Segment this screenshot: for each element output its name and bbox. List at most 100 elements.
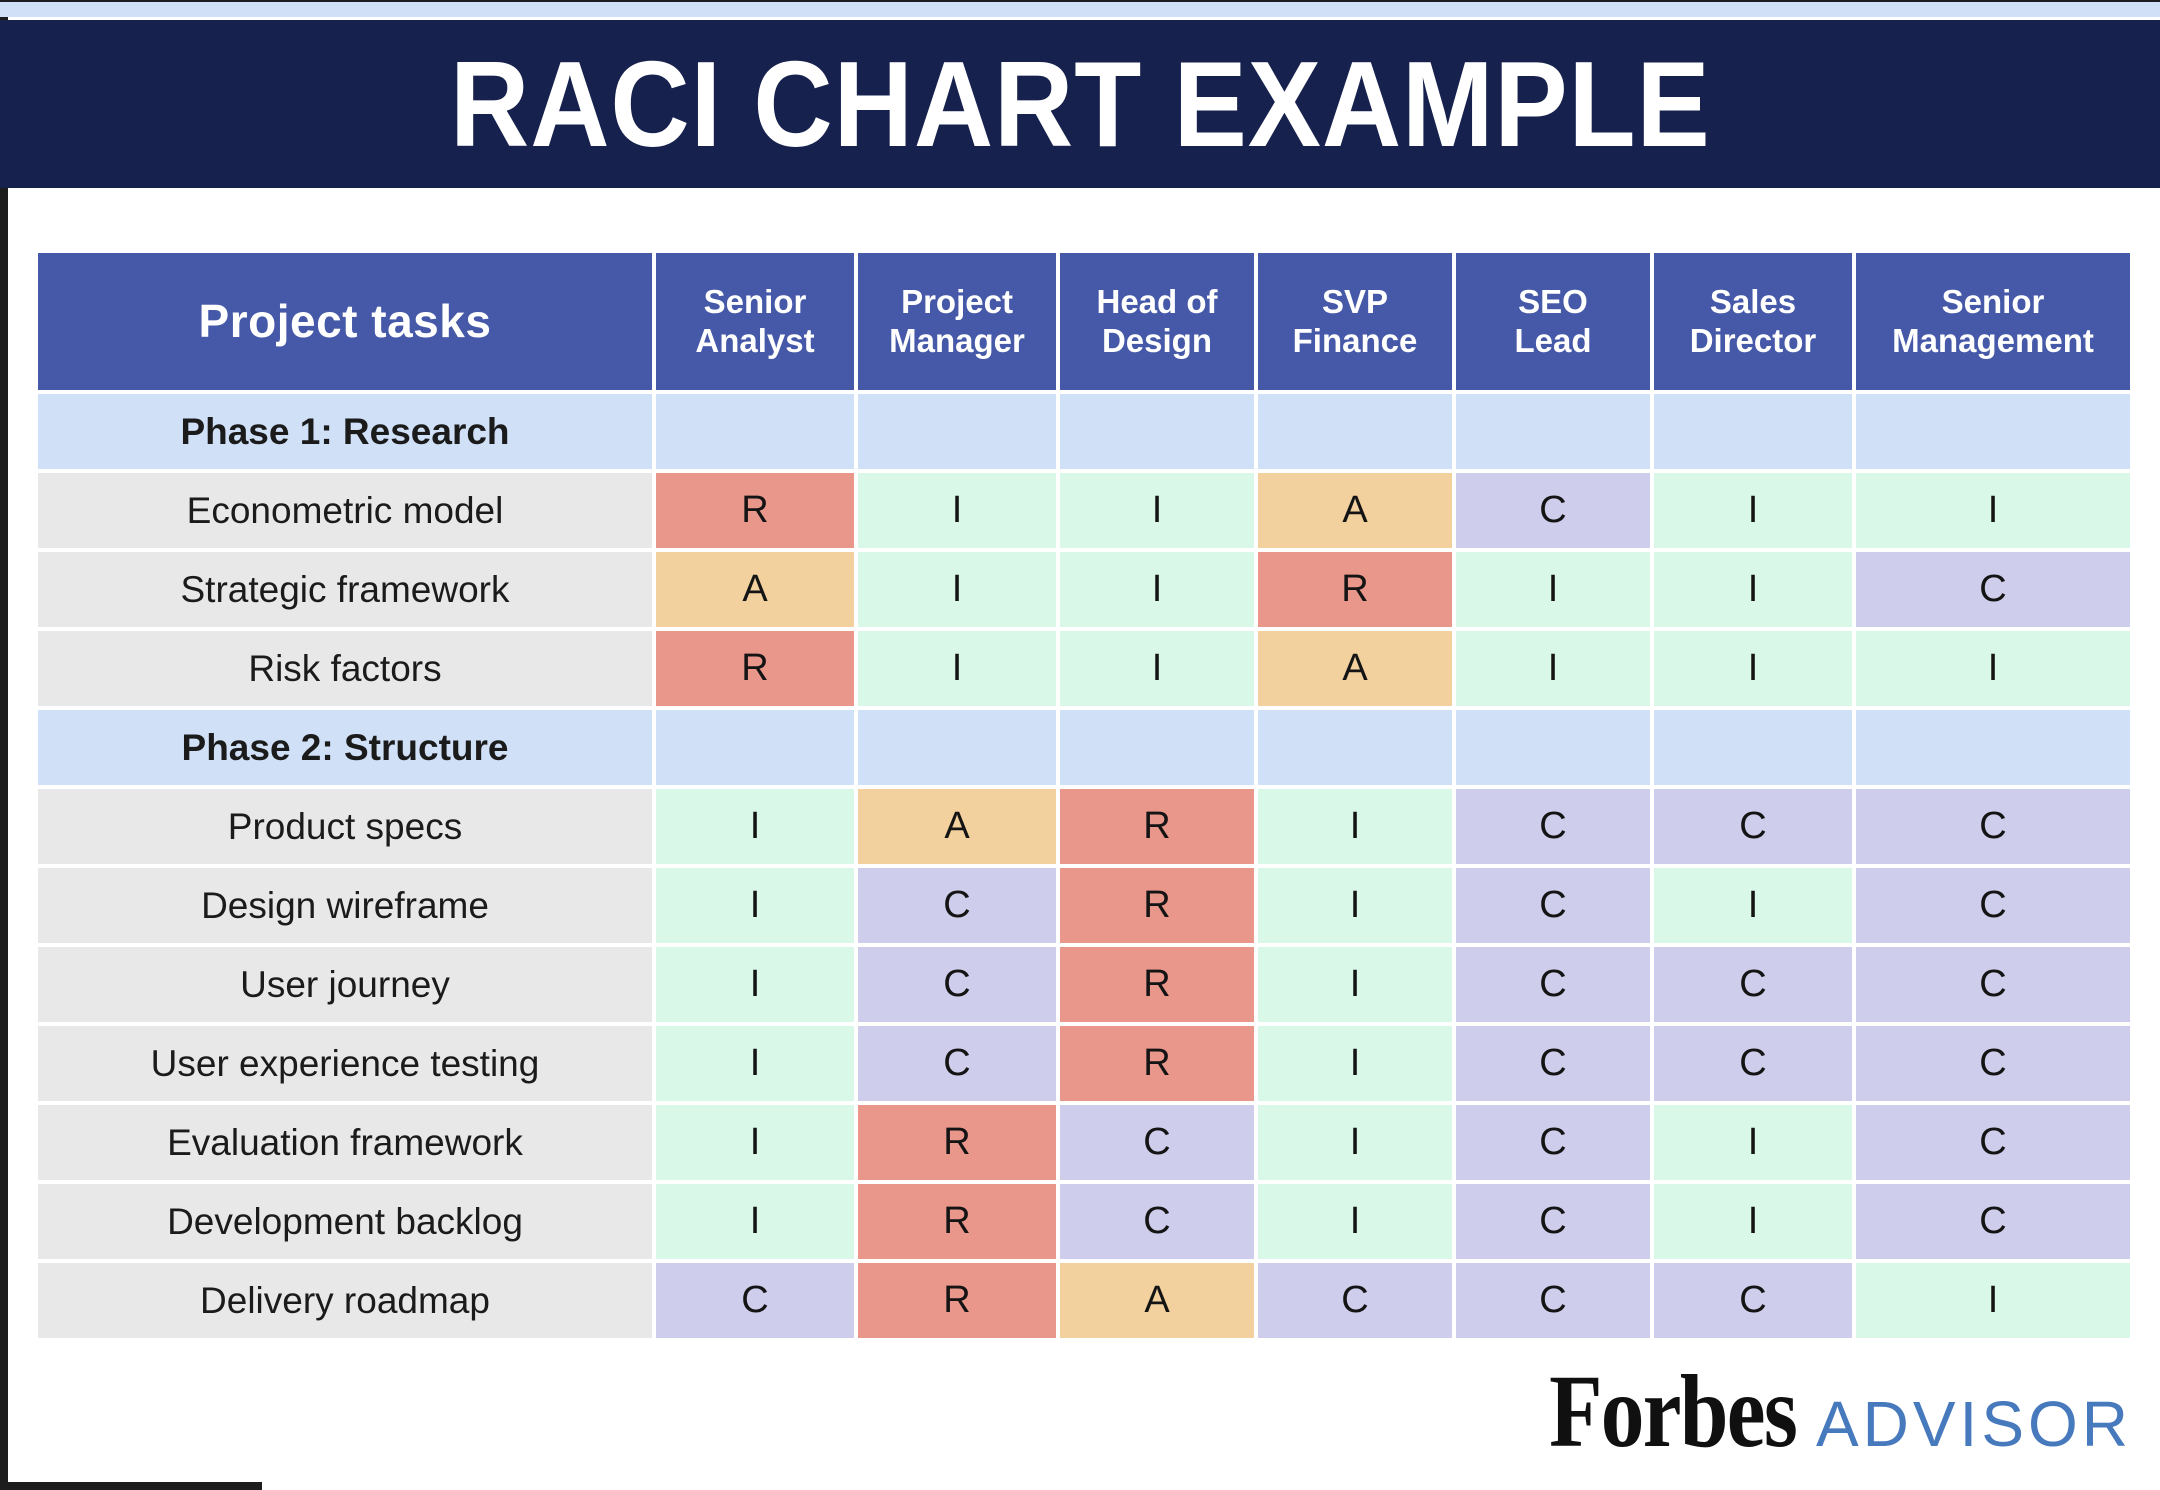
raci-cell-C: C [1856,1184,2130,1259]
raci-cell-R: R [858,1105,1056,1180]
phase-row-cell [1456,710,1650,785]
phase-row-cell [1258,710,1452,785]
raci-cell-R: R [656,473,854,548]
raci-cell-C: C [1456,1105,1650,1180]
raci-cell-C: C [1456,947,1650,1022]
phase-row-cell [656,394,854,469]
raci-cell-C: C [1060,1105,1254,1180]
raci-cell-C: C [1856,1026,2130,1101]
raci-cell-C: C [1456,1184,1650,1259]
raci-cell-C: C [1654,1263,1852,1338]
phase-row-label: Phase 1: Research [38,394,652,469]
screenshot-edge-left [0,0,8,1490]
raci-cell-C: C [858,1026,1056,1101]
raci-cell-C: C [858,868,1056,943]
raci-cell-I: I [1654,1105,1852,1180]
raci-cell-C: C [1856,947,2130,1022]
task-row-label: User journey [38,947,652,1022]
raci-cell-I: I [1258,868,1452,943]
raci-cell-A: A [858,789,1056,864]
phase-row-cell [858,710,1056,785]
phase-row-cell [1856,710,2130,785]
title-banner: RACI CHART EXAMPLE [0,20,2160,188]
raci-cell-I: I [1060,552,1254,627]
raci-cell-I: I [656,1105,854,1180]
raci-cell-C: C [1654,1026,1852,1101]
raci-cell-C: C [1856,789,2130,864]
raci-cell-I: I [1060,631,1254,706]
raci-cell-R: R [1060,947,1254,1022]
task-row-label: Risk factors [38,631,652,706]
column-header-role: Project Manager [858,253,1056,390]
raci-cell-C: C [1456,868,1650,943]
brand-logo: Forbes ADVISOR [1502,1352,2132,1471]
raci-cell-C: C [1456,1026,1650,1101]
raci-cell-A: A [1258,473,1452,548]
raci-cell-I: I [1654,631,1852,706]
screenshot-edge-bottom-left [0,1482,262,1490]
raci-cell-I: I [1456,552,1650,627]
task-row-label: Design wireframe [38,868,652,943]
top-accent-strip [0,2,2160,17]
phase-row-cell [1258,394,1452,469]
raci-cell-R: R [1258,552,1452,627]
raci-cell-I: I [858,552,1056,627]
phase-row-label: Phase 2: Structure [38,710,652,785]
raci-cell-R: R [858,1263,1056,1338]
task-row-label: User experience testing [38,1026,652,1101]
column-header-role: Senior Management [1856,253,2130,390]
column-header-project-tasks: Project tasks [38,253,652,390]
raci-cell-I: I [858,473,1056,548]
raci-cell-C: C [858,947,1056,1022]
phase-row-cell [656,710,854,785]
raci-cell-I: I [1258,789,1452,864]
phase-row-cell [1654,710,1852,785]
raci-cell-I: I [1258,947,1452,1022]
task-row-label: Econometric model [38,473,652,548]
raci-cell-A: A [656,552,854,627]
phase-row-cell [1456,394,1650,469]
column-header-role: Head of Design [1060,253,1254,390]
raci-cell-C: C [1258,1263,1452,1338]
raci-cell-I: I [656,1184,854,1259]
raci-cell-C: C [1456,789,1650,864]
raci-cell-I: I [1856,631,2130,706]
raci-cell-I: I [656,789,854,864]
phase-row-cell [1060,710,1254,785]
raci-cell-I: I [1654,473,1852,548]
raci-cell-R: R [1060,789,1254,864]
task-row-label: Strategic framework [38,552,652,627]
raci-cell-I: I [1258,1105,1452,1180]
raci-cell-I: I [656,947,854,1022]
task-row-label: Development backlog [38,1184,652,1259]
raci-cell-I: I [1654,552,1852,627]
raci-cell-I: I [1456,631,1650,706]
task-row-label: Evaluation framework [38,1105,652,1180]
raci-cell-I: I [1654,1184,1852,1259]
raci-cell-I: I [656,868,854,943]
phase-row-cell [1856,394,2130,469]
raci-cell-I: I [858,631,1056,706]
forbes-wordmark: Forbes [1548,1354,1798,1469]
raci-cell-C: C [1856,868,2130,943]
raci-cell-I: I [1654,868,1852,943]
raci-cell-I: I [1856,473,2130,548]
raci-cell-C: C [1856,1105,2130,1180]
raci-cell-I: I [656,1026,854,1101]
advisor-wordmark: ADVISOR [1815,1388,2132,1460]
raci-cell-C: C [1654,947,1852,1022]
raci-cell-I: I [1258,1184,1452,1259]
raci-cell-R: R [858,1184,1056,1259]
column-header-role: SEO Lead [1456,253,1650,390]
raci-cell-R: R [1060,1026,1254,1101]
phase-row-cell [1654,394,1852,469]
raci-cell-R: R [656,631,854,706]
raci-cell-I: I [1856,1263,2130,1338]
page-title: RACI CHART EXAMPLE [449,36,1711,172]
raci-cell-C: C [1456,1263,1650,1338]
column-header-role: Senior Analyst [656,253,854,390]
raci-cell-C: C [656,1263,854,1338]
raci-cell-I: I [1258,1026,1452,1101]
phase-row-cell [858,394,1056,469]
